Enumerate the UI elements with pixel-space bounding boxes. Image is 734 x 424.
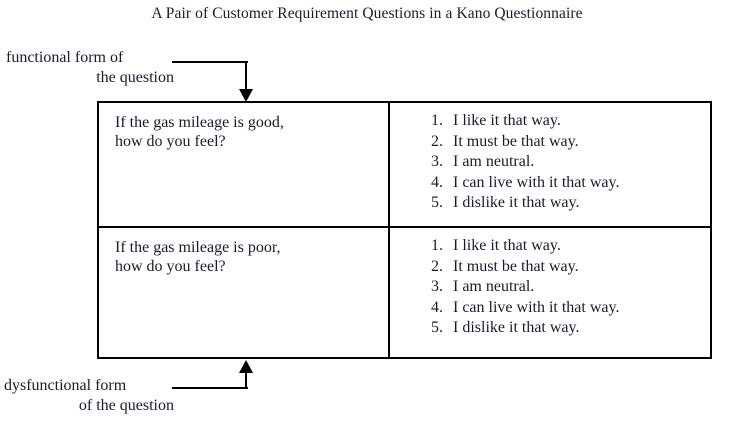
table-row: If the gas mileage is poor, how do you f… bbox=[99, 227, 712, 357]
functional-question-cell: If the gas mileage is good, how do you f… bbox=[99, 103, 390, 228]
answer-text: I am neutral. bbox=[453, 278, 535, 295]
list-item[interactable]: 1. I like it that way. bbox=[390, 111, 712, 132]
answer-number: 2. bbox=[431, 132, 443, 150]
answer-text: I dislike it that way. bbox=[453, 194, 580, 211]
answer-text: I like it that way. bbox=[453, 112, 561, 129]
dysfunctional-form-label-line-1: dysfunctional form bbox=[4, 377, 127, 394]
answer-text: It must be that way. bbox=[453, 257, 579, 275]
dysfunctional-question-cell: If the gas mileage is poor, how do you f… bbox=[99, 227, 390, 357]
kano-questionnaire-table: If the gas mileage is good, how do you f… bbox=[97, 101, 712, 359]
answer-number: 5. bbox=[431, 319, 443, 336]
list-item[interactable]: 5. I dislike it that way. bbox=[390, 318, 712, 339]
list-item[interactable]: 3. I am neutral. bbox=[390, 277, 712, 298]
answer-text: I dislike it that way. bbox=[453, 319, 580, 336]
answer-text: I can live with it that way. bbox=[453, 298, 620, 316]
list-item[interactable]: 4. I can live with it that way. bbox=[390, 298, 712, 319]
answer-number: 1. bbox=[431, 112, 443, 129]
figure-title: A Pair of Customer Requirement Questions… bbox=[151, 5, 583, 22]
functional-question-line-1: If the gas mileage is good, bbox=[115, 114, 284, 131]
dysfunctional-leader-vertical-line bbox=[245, 372, 247, 389]
functional-form-label-line-1: functional form of bbox=[6, 49, 124, 66]
dysfunctional-answer-list: 1. I like it that way. 2. It must be tha… bbox=[390, 228, 712, 339]
functional-arrow-down-icon bbox=[239, 89, 253, 102]
list-item[interactable]: 2. It must be that way. bbox=[390, 132, 712, 153]
answer-text: It must be that way. bbox=[453, 132, 579, 150]
answer-text: I like it that way. bbox=[453, 237, 561, 254]
functional-leader-horizontal-line bbox=[172, 61, 248, 63]
dysfunctional-question-line-1: If the gas mileage is poor, bbox=[115, 239, 281, 256]
dysfunctional-answers-cell: 1. I like it that way. 2. It must be tha… bbox=[389, 227, 712, 357]
answer-number: 4. bbox=[431, 298, 443, 316]
answer-number: 3. bbox=[431, 153, 443, 170]
list-item[interactable]: 4. I can live with it that way. bbox=[390, 173, 712, 194]
dysfunctional-form-label-line-2: of the question bbox=[78, 397, 174, 414]
answer-number: 4. bbox=[431, 173, 443, 191]
list-item[interactable]: 5. I dislike it that way. bbox=[390, 193, 712, 214]
dysfunctional-form-label: dysfunctional form of the question bbox=[4, 376, 174, 416]
answer-text: I am neutral. bbox=[453, 153, 535, 170]
list-item[interactable]: 1. I like it that way. bbox=[390, 236, 712, 257]
functional-question-line-2: how do you feel? bbox=[115, 133, 226, 150]
dysfunctional-question-text: If the gas mileage is poor, how do you f… bbox=[99, 228, 388, 276]
dysfunctional-question-line-2: how do you feel? bbox=[115, 258, 226, 275]
answer-number: 3. bbox=[431, 278, 443, 295]
answer-text: I can live with it that way. bbox=[453, 173, 620, 191]
dysfunctional-leader-horizontal-line bbox=[172, 387, 248, 389]
answer-number: 2. bbox=[431, 257, 443, 275]
answer-number: 1. bbox=[431, 237, 443, 254]
functional-answer-list: 1. I like it that way. 2. It must be tha… bbox=[390, 103, 712, 214]
table-row: If the gas mileage is good, how do you f… bbox=[99, 103, 712, 228]
functional-answers-cell: 1. I like it that way. 2. It must be tha… bbox=[389, 103, 712, 228]
dysfunctional-arrow-up-icon bbox=[239, 360, 253, 373]
list-item[interactable]: 2. It must be that way. bbox=[390, 257, 712, 278]
functional-form-label: functional form of the question bbox=[6, 48, 174, 88]
functional-form-label-line-2: the question bbox=[96, 69, 174, 86]
functional-question-text: If the gas mileage is good, how do you f… bbox=[99, 103, 388, 151]
answer-number: 5. bbox=[431, 194, 443, 211]
functional-leader-vertical-line bbox=[245, 61, 247, 91]
list-item[interactable]: 3. I am neutral. bbox=[390, 152, 712, 173]
